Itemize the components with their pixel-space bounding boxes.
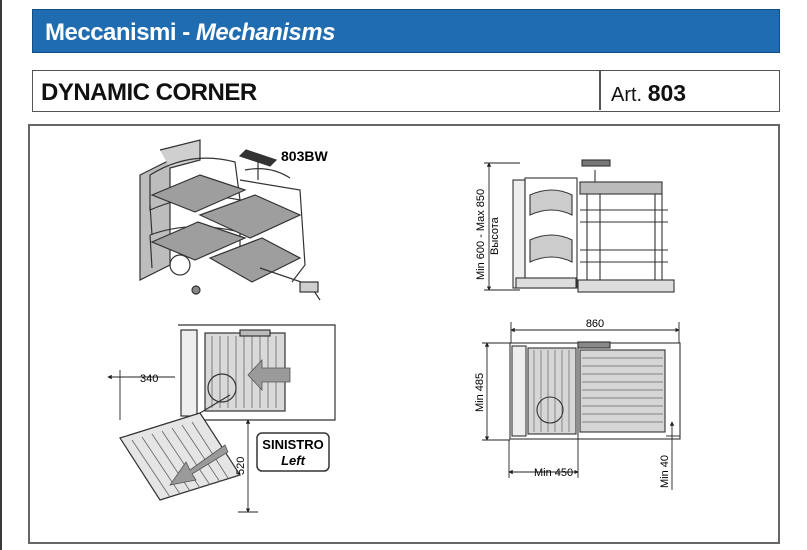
side-badge bbox=[256, 432, 330, 472]
product-name: DYNAMIC CORNER bbox=[41, 79, 257, 106]
dim-min40-label: Min 40 bbox=[659, 455, 671, 488]
dimension-520 bbox=[238, 419, 258, 513]
side-badge-en: Left bbox=[281, 453, 306, 468]
dimension-min450 bbox=[508, 436, 579, 478]
article-value: 803 bbox=[647, 80, 687, 106]
plan-view-right bbox=[509, 341, 681, 440]
left-border-rule bbox=[0, 0, 2, 550]
product-title-bar: DYNAMIC CORNER Art. 803 bbox=[32, 70, 780, 112]
direction-arrow-icon bbox=[247, 358, 291, 392]
dimension-860 bbox=[510, 322, 680, 343]
dim-340-label: 340 bbox=[140, 373, 158, 385]
dimension-min485 bbox=[482, 342, 510, 441]
dimension-340 bbox=[107, 370, 175, 420]
swing-arrow-icon bbox=[169, 444, 229, 486]
dim-min485-label: Min 485 bbox=[474, 373, 486, 412]
plan-view-left bbox=[119, 324, 336, 501]
title-divider bbox=[599, 71, 601, 110]
section-title-en: Mechanisms bbox=[195, 19, 336, 46]
dim-min450-label: Min 450 bbox=[534, 467, 573, 479]
dim-520-label: 520 bbox=[235, 457, 247, 475]
dim-height-label: Min 600 - Max 850 bbox=[475, 189, 487, 280]
section-title-it: Meccanismi - bbox=[45, 19, 196, 46]
front-elevation bbox=[512, 159, 675, 293]
section-banner: Meccanismi - Mechanisms bbox=[32, 9, 780, 53]
article-label: Art. bbox=[611, 84, 643, 106]
part-label-803bw: 803BW bbox=[281, 148, 328, 164]
section-title: Meccanismi - Mechanisms bbox=[45, 19, 335, 47]
dimension-height bbox=[484, 162, 520, 291]
dim-860-label: 860 bbox=[586, 318, 604, 330]
article-number: Art. 803 bbox=[611, 80, 686, 107]
isometric-view bbox=[139, 139, 321, 301]
dimension-min40 bbox=[666, 421, 680, 490]
dim-height-ru-label: Высота bbox=[489, 216, 501, 255]
side-badge-it: SINISTRO bbox=[262, 437, 323, 452]
